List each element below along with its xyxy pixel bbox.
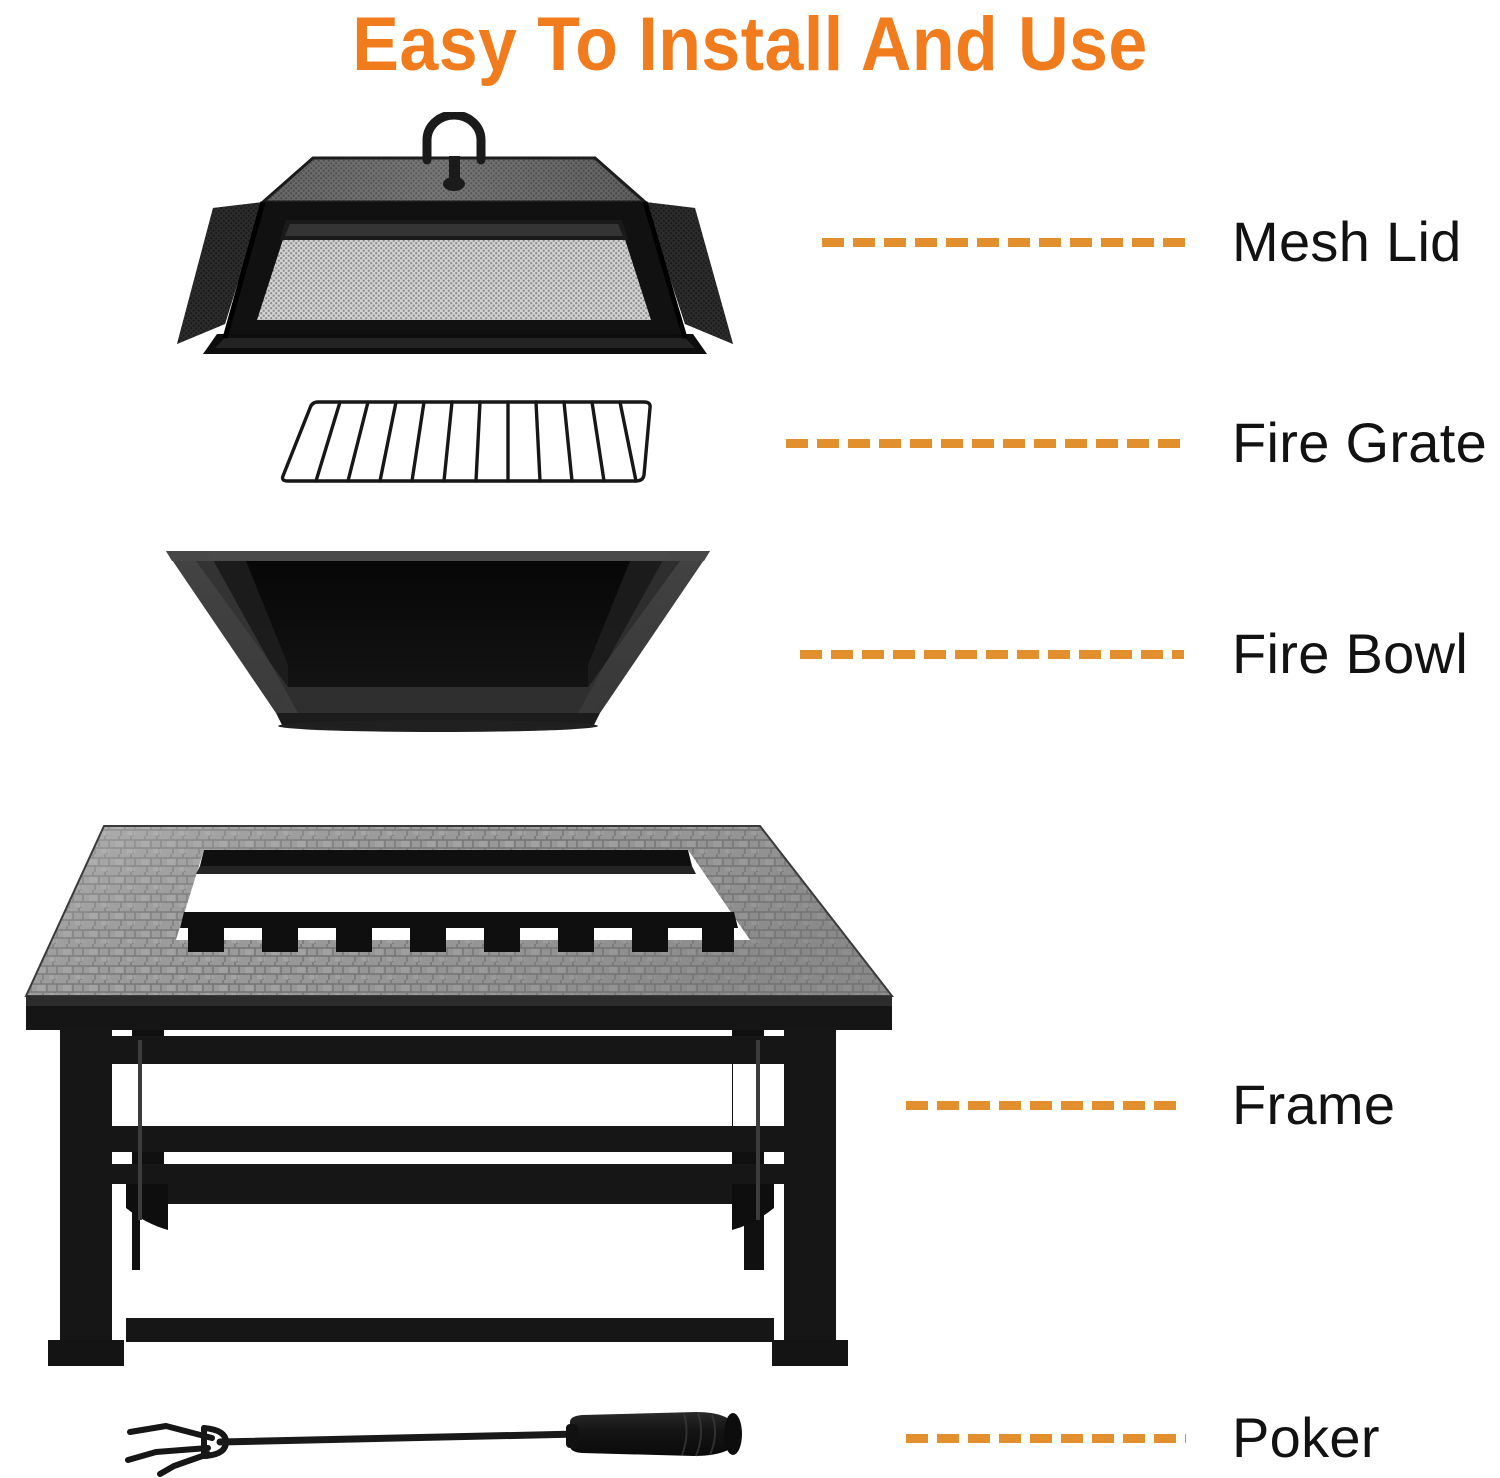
callout-mesh-lid: Mesh Lid	[822, 207, 1462, 277]
mesh-lid-illustration	[177, 112, 733, 354]
callout-label-mesh-lid: Mesh Lid	[1232, 210, 1462, 273]
page-title: Easy To Install And Use	[352, 2, 1148, 87]
callout-label-frame: Frame	[1232, 1073, 1396, 1136]
callout-poker: Poker	[906, 1403, 1380, 1473]
part-poker	[108, 1398, 808, 1478]
callout-fire-grate: Fire Grate	[786, 408, 1487, 478]
dashed-leader-line-fire-grate	[786, 438, 1182, 448]
fire-grate-illustration	[280, 400, 652, 483]
fire-bowl-illustration	[166, 551, 710, 732]
frame-illustration	[24, 825, 895, 1368]
dashed-leader-line-fire-bowl	[800, 649, 1184, 659]
poker-illustration	[125, 1412, 742, 1477]
callout-label-poker: Poker	[1232, 1406, 1380, 1469]
callout-frame: Frame	[906, 1070, 1395, 1140]
dashed-leader-line-frame	[906, 1100, 1183, 1110]
dashed-leader-line-poker	[906, 1433, 1186, 1443]
dashed-leader-line-mesh-lid	[822, 237, 1187, 247]
part-mesh-lid	[155, 112, 755, 362]
callout-label-fire-grate: Fire Grate	[1232, 411, 1488, 474]
callout-label-fire-bowl: Fire Bowl	[1232, 622, 1469, 685]
part-frame	[8, 800, 908, 1380]
part-fire-bowl	[148, 545, 728, 745]
callout-fire-bowl: Fire Bowl	[800, 619, 1468, 689]
part-fire-grate	[278, 388, 678, 493]
